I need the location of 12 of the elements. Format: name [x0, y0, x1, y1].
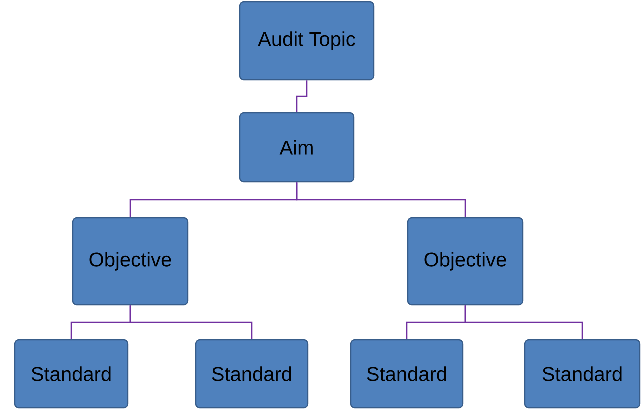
- process-box: Objective: [407, 217, 524, 306]
- process-box: Standard: [14, 339, 129, 409]
- process-box: Standard: [195, 339, 309, 409]
- process-box: Objective: [72, 217, 189, 306]
- process-box: Standard: [350, 339, 464, 409]
- process-box: Audit Topic: [239, 1, 375, 81]
- connector-line: [130, 306, 253, 340]
- connector-line: [464, 306, 584, 340]
- process-box: Standard: [524, 339, 641, 409]
- process-box: Aim: [239, 112, 355, 183]
- connector-line: [296, 182, 466, 218]
- connector-line: [296, 80, 308, 112]
